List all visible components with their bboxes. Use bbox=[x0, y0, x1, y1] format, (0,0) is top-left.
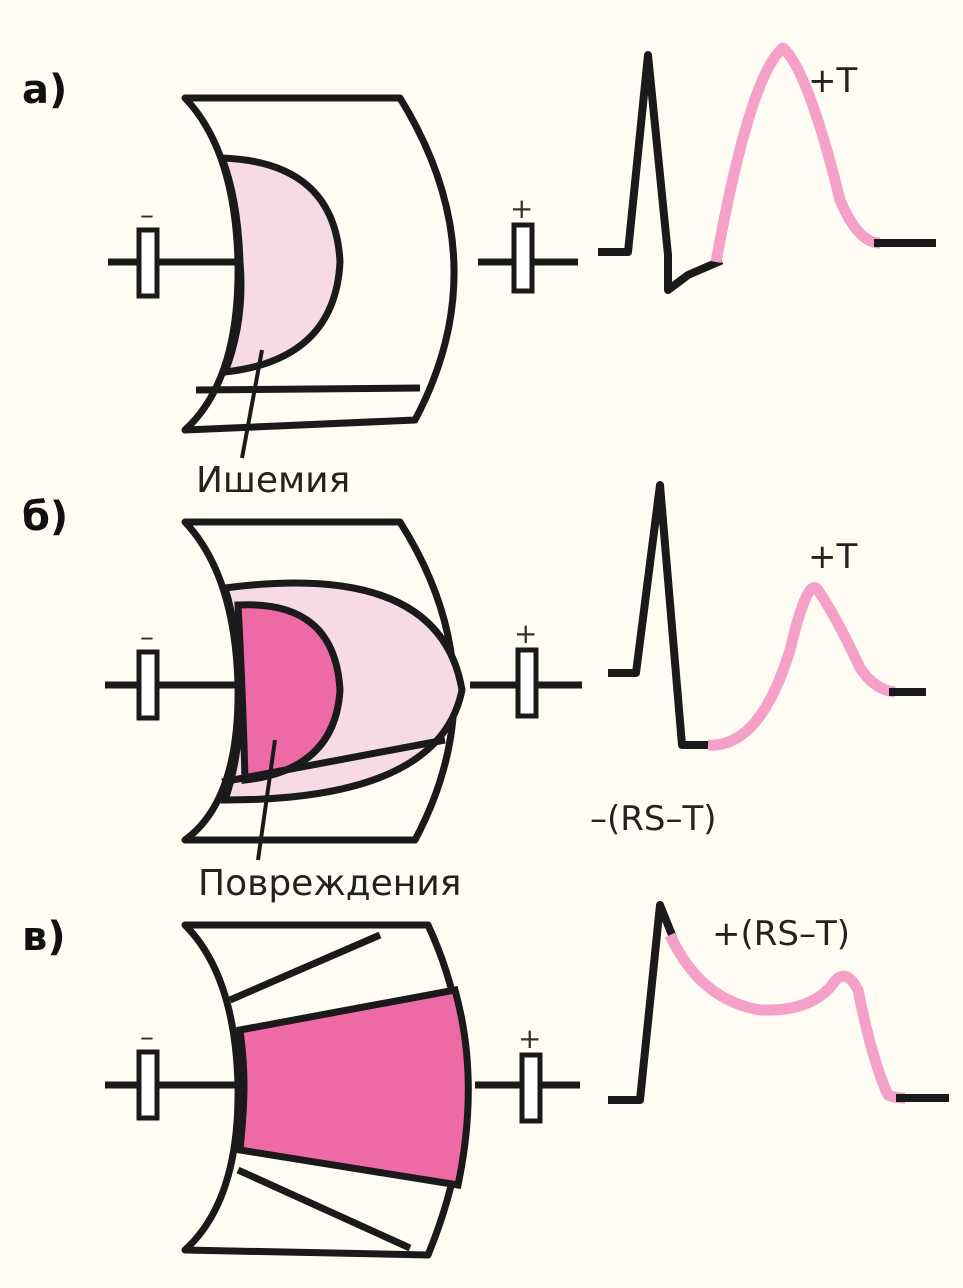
panel-b-t-wave-positive bbox=[707, 582, 896, 751]
panel-c-st-elevation-wave bbox=[665, 932, 906, 1104]
panel-b-caption-leader bbox=[256, 739, 277, 861]
panel-c-negative-sign: – bbox=[140, 1020, 154, 1053]
panel-c-electrode-negative bbox=[136, 1049, 160, 1121]
panel-a: а) – + Ишемия +T bbox=[22, 42, 936, 501]
panel-a-inner-line bbox=[195, 384, 421, 394]
panel-c-qrs-complex bbox=[608, 901, 678, 1104]
panel-c-electrode-positive bbox=[519, 1052, 543, 1124]
panel-a-electrode-positive bbox=[511, 222, 535, 294]
panel-a-label: а) bbox=[22, 67, 67, 113]
panel-b-inner-line bbox=[221, 736, 446, 786]
panel-b-qrs-complex bbox=[608, 481, 714, 749]
panel-c-injury-zone bbox=[236, 985, 472, 1189]
panel-c-wave-label: +(RS–T) bbox=[712, 914, 850, 954]
panel-a-qrs-complex bbox=[598, 51, 724, 294]
panel-a-caption-leader bbox=[240, 349, 264, 459]
panel-b-label: б) bbox=[22, 494, 68, 540]
panel-b-caption: Повреждения bbox=[198, 863, 461, 904]
panel-c: в) – + +(RS–T) bbox=[22, 901, 949, 1259]
panel-c-label: в) bbox=[22, 914, 66, 960]
panel-a-wave-label: +T bbox=[808, 61, 857, 101]
panel-b: б) – + Повреждения +T –(RS–T) bbox=[22, 481, 926, 904]
panel-a-positive-sign: + bbox=[510, 192, 533, 225]
panel-b-wave-label: +T bbox=[808, 537, 857, 577]
panel-a-ischemia-zone bbox=[216, 154, 344, 377]
panel-c-positive-sign: + bbox=[518, 1022, 541, 1055]
panel-b-st-depression-label: –(RS–T) bbox=[590, 799, 717, 839]
panel-b-negative-sign: – bbox=[140, 620, 154, 653]
panel-a-electrode-negative bbox=[136, 227, 160, 299]
panel-c-lower-line bbox=[236, 1166, 412, 1252]
panel-b-electrode-negative bbox=[136, 649, 160, 721]
panel-a-negative-sign: – bbox=[140, 198, 154, 231]
panel-a-caption: Ишемия bbox=[196, 460, 350, 501]
panel-b-positive-sign: + bbox=[514, 617, 537, 650]
panel-c-upper-line bbox=[228, 931, 382, 1004]
panel-a-t-wave-positive bbox=[710, 42, 881, 263]
panel-b-electrode-positive bbox=[515, 647, 539, 719]
